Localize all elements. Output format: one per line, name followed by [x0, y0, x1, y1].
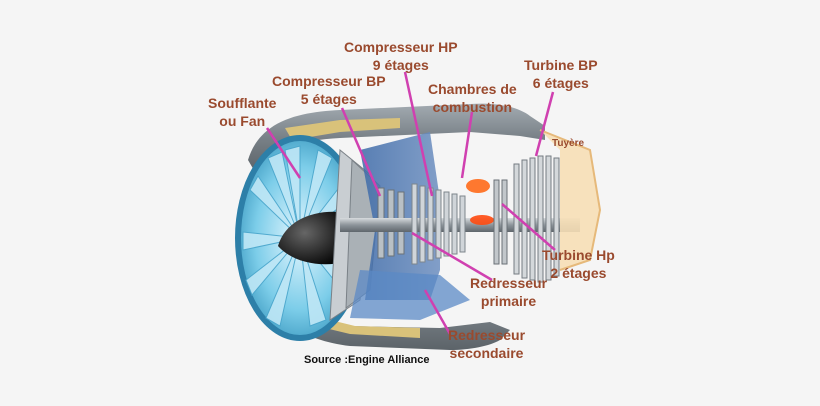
label-compresseur-bp-line2: 5 étages — [300, 91, 357, 107]
bypass-duct — [350, 270, 470, 320]
label-turbine-hp: Turbine Hp 2 étages — [542, 246, 615, 282]
leader-compresseur-hp — [403, 71, 434, 197]
label-chambres-line2: combustion — [432, 99, 513, 115]
lp-turbine — [513, 155, 560, 283]
label-turbine-bp: Turbine BP 6 étages — [524, 56, 598, 92]
source-caption: Source :Engine Alliance — [304, 354, 430, 366]
leader-chambres — [460, 111, 474, 179]
label-chambres: Chambres de combustion — [428, 80, 517, 116]
leader-redresseur-secondaire — [423, 289, 452, 335]
label-compresseur-hp: Compresseur HP 9 étages — [344, 38, 458, 74]
leader-redresseur-primaire — [411, 231, 493, 282]
combustion-flame-top — [466, 179, 490, 193]
spinner-cone — [278, 211, 345, 265]
combustion-flame-bottom — [470, 215, 494, 225]
label-redresseur-primaire: Redresseur primaire — [470, 274, 547, 310]
leader-lines — [265, 71, 556, 335]
leader-turbine-bp — [534, 91, 555, 157]
label-turbine-bp-line1: Turbine BP — [524, 57, 598, 73]
label-soufflante-line1: Soufflante — [208, 95, 277, 111]
exhaust-rim — [539, 129, 602, 271]
label-redresseur-primaire-line2: primaire — [480, 293, 537, 309]
label-redresseur-primaire-line1: Redresseur — [470, 275, 548, 291]
leader-turbine-hp — [501, 203, 556, 251]
label-turbine-hp-line2: 2 étages — [550, 265, 607, 281]
hp-turbine — [493, 179, 508, 265]
hp-compressor — [411, 183, 466, 265]
leader-soufflante — [265, 127, 302, 179]
label-chambres-line1: Chambres de — [428, 81, 517, 97]
label-compresseur-bp: Compresseur BP 5 étages — [272, 72, 386, 108]
label-soufflante-line2: ou Fan — [219, 113, 266, 129]
label-redresseur-secondaire-line1: Redresseur — [448, 327, 526, 343]
leader-compresseur-bp — [340, 107, 382, 197]
label-compresseur-hp-line2: 9 étages — [372, 57, 429, 73]
label-tuyere-line1: Tuyère — [552, 138, 585, 149]
label-turbine-hp-line1: Turbine Hp — [542, 247, 615, 263]
exhaust-nozzle — [540, 130, 600, 270]
label-soufflante: Soufflante ou Fan — [208, 94, 276, 130]
label-redresseur-secondaire: Redresseur secondaire — [448, 326, 525, 362]
label-turbine-bp-line2: 6 étages — [532, 75, 589, 91]
label-compresseur-bp-line1: Compresseur BP — [272, 73, 386, 89]
liner-top — [285, 118, 400, 140]
label-tuyere: Tuyère — [552, 138, 584, 150]
label-redresseur-secondaire-line2: secondaire — [449, 345, 524, 361]
label-compresseur-hp-line1: Compresseur HP — [344, 39, 458, 55]
